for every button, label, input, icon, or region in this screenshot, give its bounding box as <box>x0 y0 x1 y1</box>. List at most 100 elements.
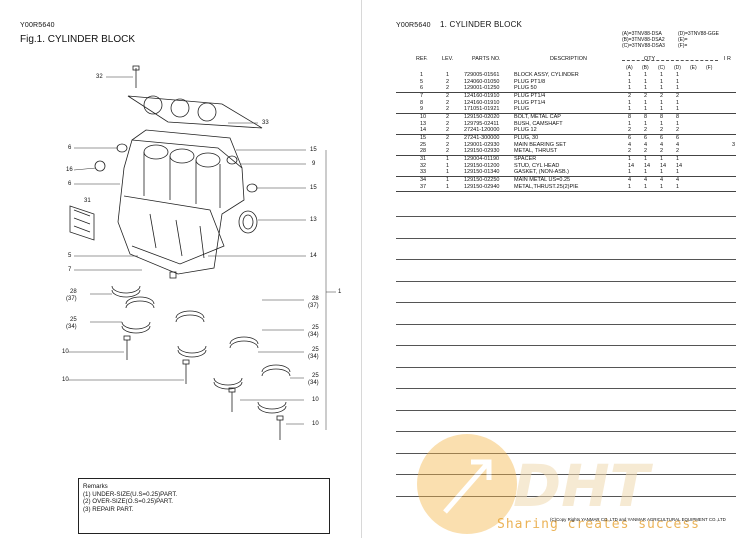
blank-row-line <box>396 452 736 454</box>
group-divider <box>396 190 736 192</box>
cell-no: 129004-01190 <box>464 156 500 162</box>
cell-ref: 33 <box>420 169 427 176</box>
cell-a: 6 <box>628 135 632 141</box>
cell-lev: 2 <box>446 148 450 155</box>
cell-b: 14 <box>644 162 651 169</box>
ref-label: 10 <box>62 377 69 383</box>
cell-b: 1 <box>644 120 648 127</box>
cell-d: 1 <box>676 78 680 85</box>
remarks-line: (2) OVER-SIZE(O.S=0.25)PART. <box>83 498 174 506</box>
cell-c: 2 <box>660 93 664 99</box>
cell-lev: 1 <box>446 162 450 169</box>
model-d: (D)=3TNV88-GGE <box>678 31 719 37</box>
model-e: (E)= <box>678 37 688 44</box>
cell-desc: PLUG PT1/4 <box>514 93 546 99</box>
cell-desc: SPACER <box>514 156 537 162</box>
ref-label: 6 <box>68 145 72 151</box>
cell-d: 1 <box>676 156 680 162</box>
group-divider <box>396 92 736 94</box>
ref-label: 28 <box>312 296 319 302</box>
cell-no: 124160-01910 <box>464 93 500 99</box>
cell-c: 1 <box>660 156 664 162</box>
remarks-title: Remarks <box>83 483 108 490</box>
cell-ref: 34 <box>420 177 427 183</box>
cell-a: 4 <box>628 177 632 183</box>
cell-no: 129150-02020 <box>464 114 500 120</box>
ref-label: 10 <box>62 349 69 355</box>
cell-ref: 6 <box>420 85 424 92</box>
cell-a: 1 <box>628 85 632 92</box>
blank-row-line <box>396 259 736 260</box>
figure-title: Fig.1. CYLINDER BLOCK <box>20 34 136 45</box>
ref-label: 25 <box>312 347 319 353</box>
cell-b: 4 <box>644 177 648 183</box>
cell-d: 14 <box>676 162 683 169</box>
cell-lev: 1 <box>446 183 450 190</box>
cell-c: 1 <box>660 78 664 85</box>
cell-a: 1 <box>628 106 632 113</box>
cell-lev: 2 <box>446 85 450 92</box>
blank-row-line <box>396 474 736 475</box>
cell-d: 2 <box>676 93 680 99</box>
blank-row-line <box>396 345 736 346</box>
cell-ref: 31 <box>420 156 427 162</box>
cell-a: 4 <box>628 141 632 148</box>
cell-d: 4 <box>676 177 680 183</box>
cell-no: 129001-02930 <box>464 141 500 148</box>
ref-label: 6 <box>68 181 72 187</box>
cell-desc: BUSH, CAMSHAFT <box>514 120 563 127</box>
group-divider <box>396 113 736 115</box>
cell-no: 129150-02940 <box>464 183 500 190</box>
blank-row-line <box>396 302 736 303</box>
cell-a: 1 <box>628 156 632 162</box>
cell-lev: 1 <box>446 156 450 162</box>
model-b: (B)=3TNV88-DSA2 <box>622 37 665 44</box>
cell-b: 1 <box>644 169 648 176</box>
cell-c: 2 <box>660 127 664 134</box>
ref-label: 33 <box>262 120 269 126</box>
cell-ref: 25 <box>420 141 427 148</box>
cell-a: 1 <box>628 169 632 176</box>
qty-rule <box>622 60 718 61</box>
cell-b: 1 <box>644 106 648 113</box>
ref-label: (37) <box>308 303 319 309</box>
cell-desc: PLUG <box>514 106 529 113</box>
cell-no: 129795-02411 <box>464 120 500 127</box>
cell-c: 4 <box>660 141 664 148</box>
ref-label: 7 <box>68 267 72 273</box>
cell-b: 1 <box>644 72 648 78</box>
ref-label: 14 <box>310 253 317 259</box>
cell-d: 1 <box>676 106 680 113</box>
cell-d: 1 <box>676 183 680 190</box>
cell-c: 1 <box>660 183 664 190</box>
qty-col-b: (B) <box>642 65 649 71</box>
dht-watermark: DHT <box>417 434 654 534</box>
cylinder-block-diagram <box>68 65 336 440</box>
cell-ref: 13 <box>420 120 427 127</box>
cell-desc: METAL,THRUST.25(2)PIE <box>514 183 579 190</box>
cell-a: 1 <box>628 99 632 106</box>
cell-a: 1 <box>628 183 632 190</box>
ref-label: 31 <box>84 198 91 204</box>
cell-a: 8 <box>628 114 632 120</box>
ref-label: 32 <box>96 74 103 80</box>
cell-lev: 1 <box>446 177 450 183</box>
cell-no: 27241-120000 <box>464 127 500 134</box>
cell-c: 6 <box>660 135 664 141</box>
qty-col-c: (C) <box>658 65 665 71</box>
cell-a: 1 <box>628 78 632 85</box>
header-ir: I R <box>724 56 731 62</box>
cell-lev: 2 <box>446 99 450 106</box>
ref-label: 28 <box>70 289 77 295</box>
cell-lev: 2 <box>446 135 450 141</box>
cell-b: 1 <box>644 78 648 85</box>
cell-desc: PLUG PT1/8 <box>514 78 546 85</box>
cell-a: 2 <box>628 148 632 155</box>
cell-a: 1 <box>628 72 632 78</box>
cell-b: 1 <box>644 85 648 92</box>
